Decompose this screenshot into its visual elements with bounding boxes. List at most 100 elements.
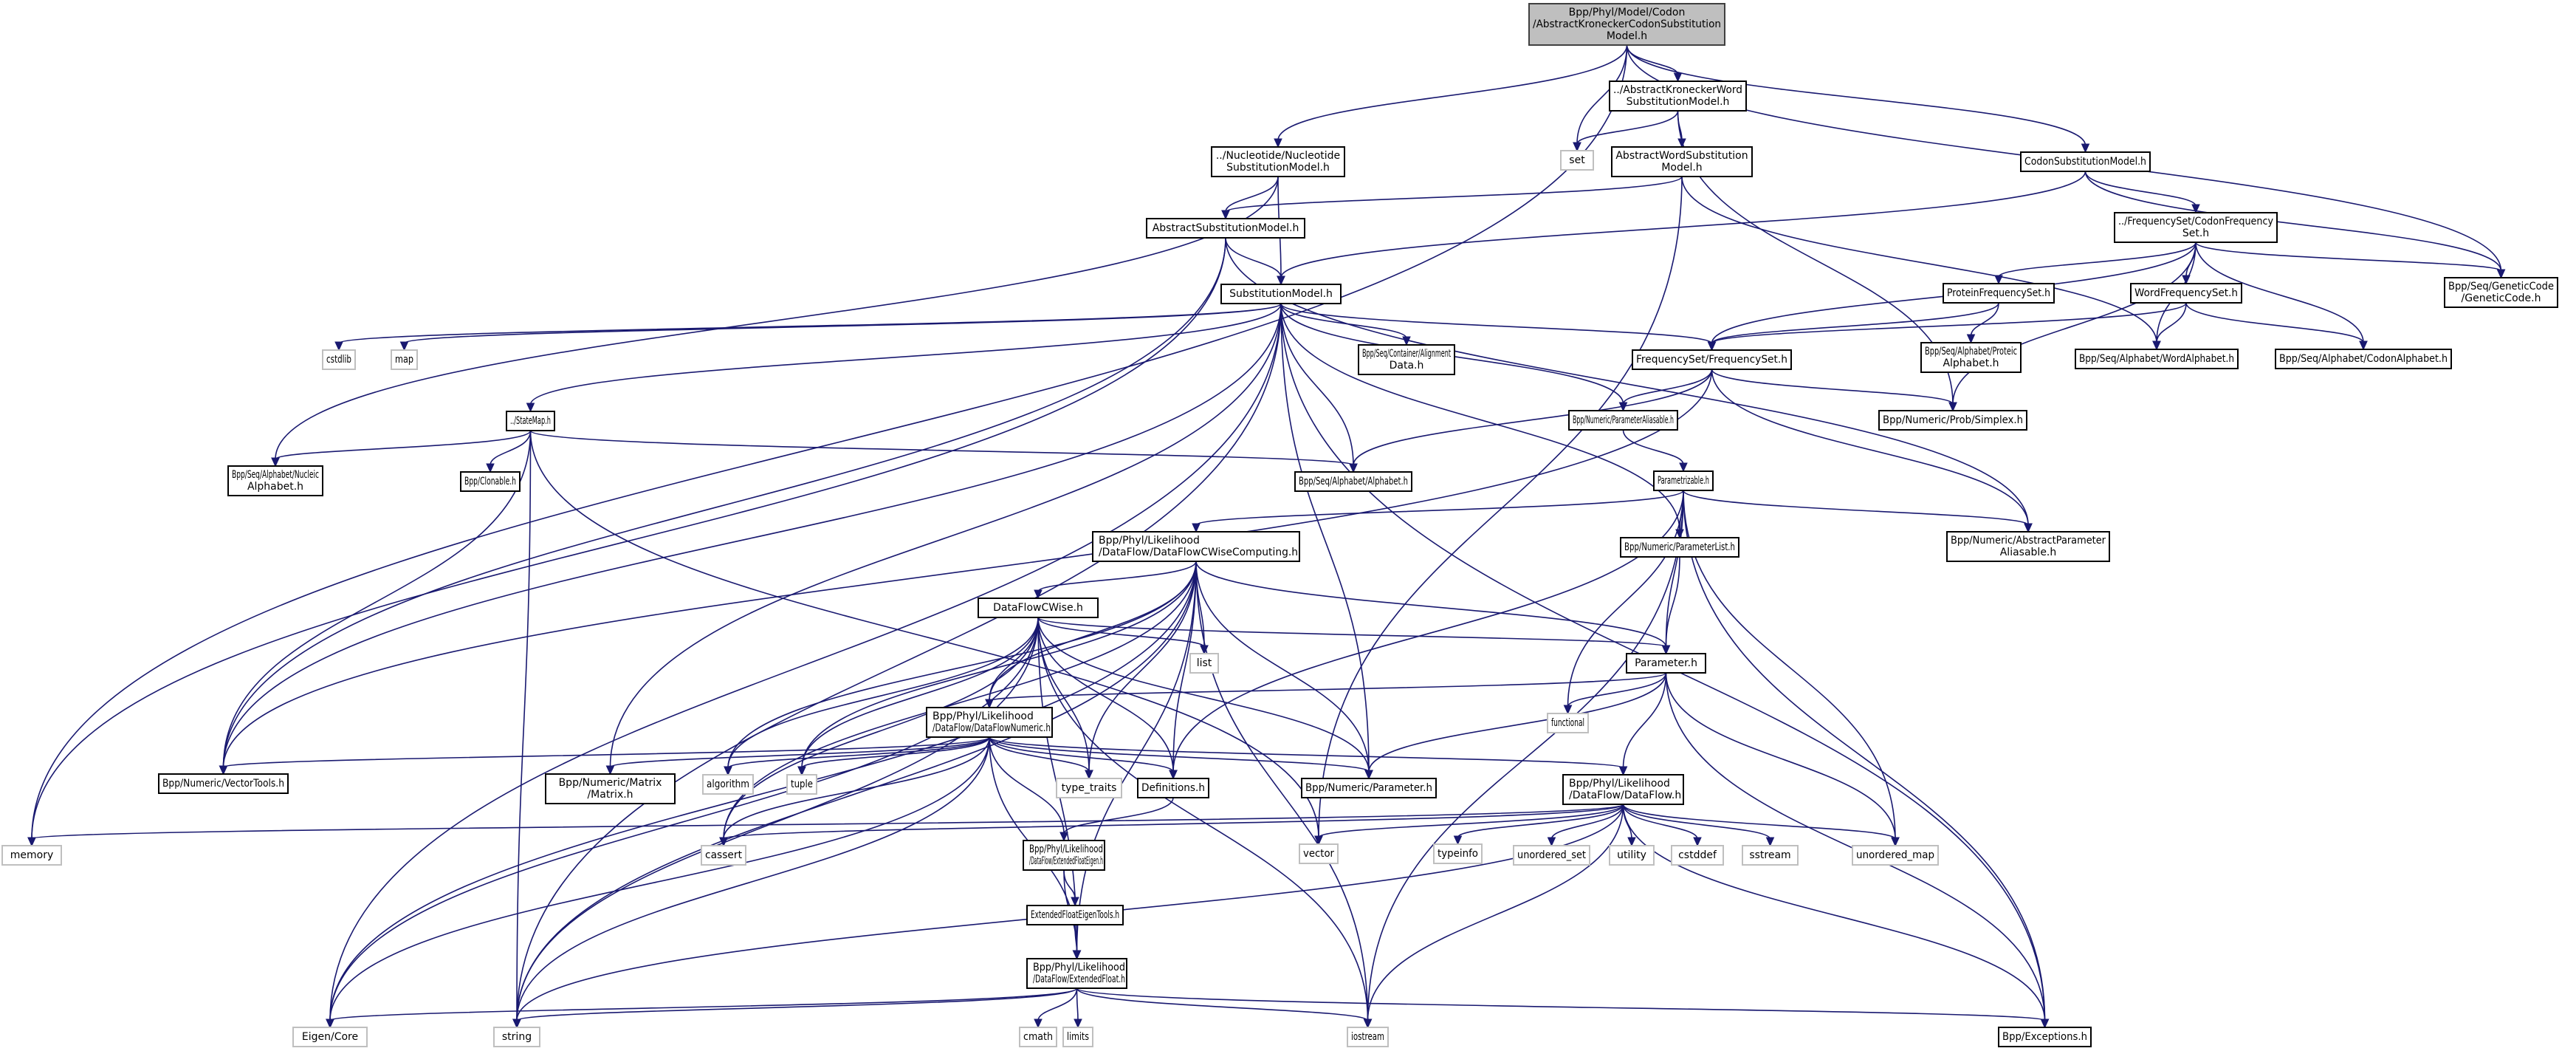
- arrowhead-icon: [1627, 837, 1636, 847]
- node-label-line: Alphabet.h: [247, 481, 303, 493]
- node-box: [702, 774, 754, 795]
- edge-line: [1622, 804, 2046, 1021]
- dependency-edge-sm-to-map: [399, 303, 1282, 352]
- node-label-line: Parameter.h: [1635, 657, 1697, 669]
- node-label-line: unordered_map: [1856, 849, 1934, 861]
- graph-node-fs[interactable]: FrequencySet/FrequencySet.h: [1632, 349, 1792, 370]
- node-box: [1560, 150, 1594, 171]
- dependency-edge-param-to-functional: [1563, 672, 1667, 715]
- graph-node-pal[interactable]: Bpp/Numeric/ParameterAliasable.h: [1568, 410, 1678, 431]
- graph-node-vector: vector: [1299, 843, 1339, 864]
- node-label-line: Bpp/Seq/Alphabet/Proteic: [1925, 346, 2017, 357]
- graph-node-simplex[interactable]: Bpp/Numeric/Prob/Simplex.h: [1878, 410, 2027, 431]
- graph-node-dataflow[interactable]: Bpp/Phyl/Likelihood/DataFlow/DataFlow.h: [1562, 774, 1684, 805]
- graph-node-csm[interactable]: CodonSubstitutionModel.h: [2020, 151, 2151, 172]
- graph-node-eigen: Eigen/Core: [292, 1027, 368, 1047]
- graph-node-dfnum[interactable]: Bpp/Phyl/Likelihood/DataFlow/DataFlowNum…: [926, 707, 1053, 738]
- edge-line: [329, 617, 1039, 1021]
- graph-node-ef[interactable]: Bpp/Phyl/Likelihood/DataFlow/ExtendedFlo…: [1026, 958, 1127, 989]
- graph-node-plist[interactable]: Bpp/Numeric/ParameterList.h: [1620, 537, 1739, 558]
- graph-node-wordalpha[interactable]: Bpp/Seq/Alphabet/WordAlphabet.h: [2075, 349, 2239, 369]
- node-box: [1920, 342, 2022, 373]
- dependency-edge-statemap-to-alpha: [529, 430, 1358, 473]
- node-box: [1626, 653, 1706, 674]
- edge-line: [989, 672, 1667, 702]
- edge-line: [1711, 302, 1999, 344]
- edge-line: [1567, 490, 1684, 708]
- node-label-line: cstddef: [1678, 849, 1717, 861]
- node-box: [2075, 349, 2239, 369]
- graph-node-alpha[interactable]: Bpp/Seq/Alphabet/Alphabet.h: [1294, 471, 1412, 492]
- edge-line: [727, 736, 990, 769]
- dependency-edge-wfs-to-codonalpha: [2185, 302, 2368, 351]
- graph-node-limits: limits: [1062, 1027, 1093, 1047]
- node-box: [1347, 1027, 1389, 1047]
- graph-node-sm[interactable]: SubstitutionModel.h: [1220, 284, 1342, 304]
- graph-node-vtools[interactable]: Bpp/Numeric/VectorTools.h: [158, 773, 289, 794]
- dependency-edge-dataflow-to-vector: [1314, 804, 1624, 846]
- edge-line: [1711, 369, 2029, 526]
- graph-node-param[interactable]: Parameter.h: [1626, 653, 1706, 674]
- edge-line: [1277, 44, 1628, 141]
- graph-node-efet[interactable]: ExtendedFloatEigenTools.h: [1026, 905, 1124, 925]
- arrowhead-icon: [1563, 705, 1573, 715]
- node-box: [1878, 410, 2027, 431]
- node-label-line: cmath: [1023, 1031, 1053, 1043]
- graph-node-pfs[interactable]: ProteinFrequencySet.h: [1943, 283, 2055, 304]
- edge-line: [1665, 490, 1684, 648]
- node-label-line: Data.h: [1390, 360, 1424, 372]
- arrowhead-icon: [1661, 645, 1671, 655]
- node-label-line: cstdlib: [326, 354, 351, 366]
- graph-node-codonalpha[interactable]: Bpp/Seq/Alphabet/CodonAlphabet.h: [2275, 349, 2452, 369]
- dependency-edge-dfnum-to-vtools: [219, 736, 990, 776]
- edge-line: [1353, 369, 1713, 466]
- graph-node-paramz[interactable]: Parametrizable.h: [1653, 470, 1714, 491]
- graph-node-dfcwc[interactable]: Bpp/Phyl/Likelihood/DataFlow/DataFlowCWi…: [1092, 531, 1300, 562]
- edge-line: [516, 303, 1282, 1021]
- graph-node-defs[interactable]: Definitions.h: [1137, 778, 1209, 798]
- graph-node-asm[interactable]: AbstractSubstitutionModel.h: [1146, 218, 1305, 239]
- edge-line: [222, 736, 990, 768]
- node-label-line: Bpp/Phyl/Likelihood: [1099, 535, 1200, 547]
- graph-node-gc[interactable]: Bpp/Seq/GeneticCode/GeneticCode.h: [2444, 277, 2558, 308]
- dependency-edge-root-to-csm: [1626, 44, 2090, 154]
- graph-node-exceptions[interactable]: Bpp/Exceptions.h: [1998, 1027, 2092, 1047]
- node-box: [1301, 778, 1437, 798]
- graph-node-map: map: [391, 349, 418, 370]
- graph-node-nparam[interactable]: Bpp/Numeric/Parameter.h: [1301, 778, 1437, 798]
- arrowhead-icon: [271, 457, 280, 468]
- node-label-line: unordered_set: [1517, 849, 1586, 861]
- graph-node-matrix[interactable]: Bpp/Numeric/Matrix/Matrix.h: [545, 773, 676, 804]
- node-label-line: SubstitutionModel.h: [1627, 96, 1730, 108]
- graph-node-clonable[interactable]: Bpp/Clonable.h: [460, 471, 521, 492]
- edge-line: [727, 617, 1039, 769]
- node-label-line: Alphabet.h: [1943, 357, 1999, 369]
- node-label-line: /Matrix.h: [587, 789, 633, 801]
- node-box: [1528, 3, 1725, 46]
- node-label-line: Bpp/Exceptions.h: [2002, 1031, 2087, 1043]
- graph-node-wfs[interactable]: WordFrequencySet.h: [2130, 283, 2242, 304]
- graph-node-nsm[interactable]: ../Nucleotide/NucleotideSubstitutionMode…: [1211, 146, 1345, 177]
- node-label-line: /DataFlow/DataFlowNumeric.h: [932, 722, 1051, 734]
- graph-node-akwsm[interactable]: ../AbstractKroneckerWordSubstitutionMode…: [1609, 81, 1747, 112]
- edge-line: [2156, 302, 2187, 343]
- node-label-line: vector: [1303, 848, 1334, 860]
- node-box: [1294, 471, 1412, 492]
- arrowhead-icon: [1059, 832, 1068, 842]
- node-box: [1092, 531, 1300, 562]
- graph-node-dfcw[interactable]: DataFlowCWise.h: [978, 598, 1099, 618]
- edge-line: [1076, 987, 1079, 1021]
- graph-node-statemap[interactable]: ../StateMap.h: [506, 411, 555, 431]
- node-label-line: Bpp/Seq/Alphabet/Alphabet.h: [1299, 476, 1408, 487]
- node-label-line: Bpp/Phyl/Model/Codon: [1569, 7, 1686, 18]
- graph-node-root[interactable]: Bpp/Phyl/Model/Codon/AbstractKroneckerCo…: [1528, 3, 1725, 46]
- graph-node-efe[interactable]: Bpp/Phyl/Likelihood/DataFlow/ExtendedFlo…: [1023, 840, 1105, 871]
- node-label-line: Bpp/Phyl/Likelihood: [1569, 778, 1670, 790]
- edge-line: [490, 430, 532, 466]
